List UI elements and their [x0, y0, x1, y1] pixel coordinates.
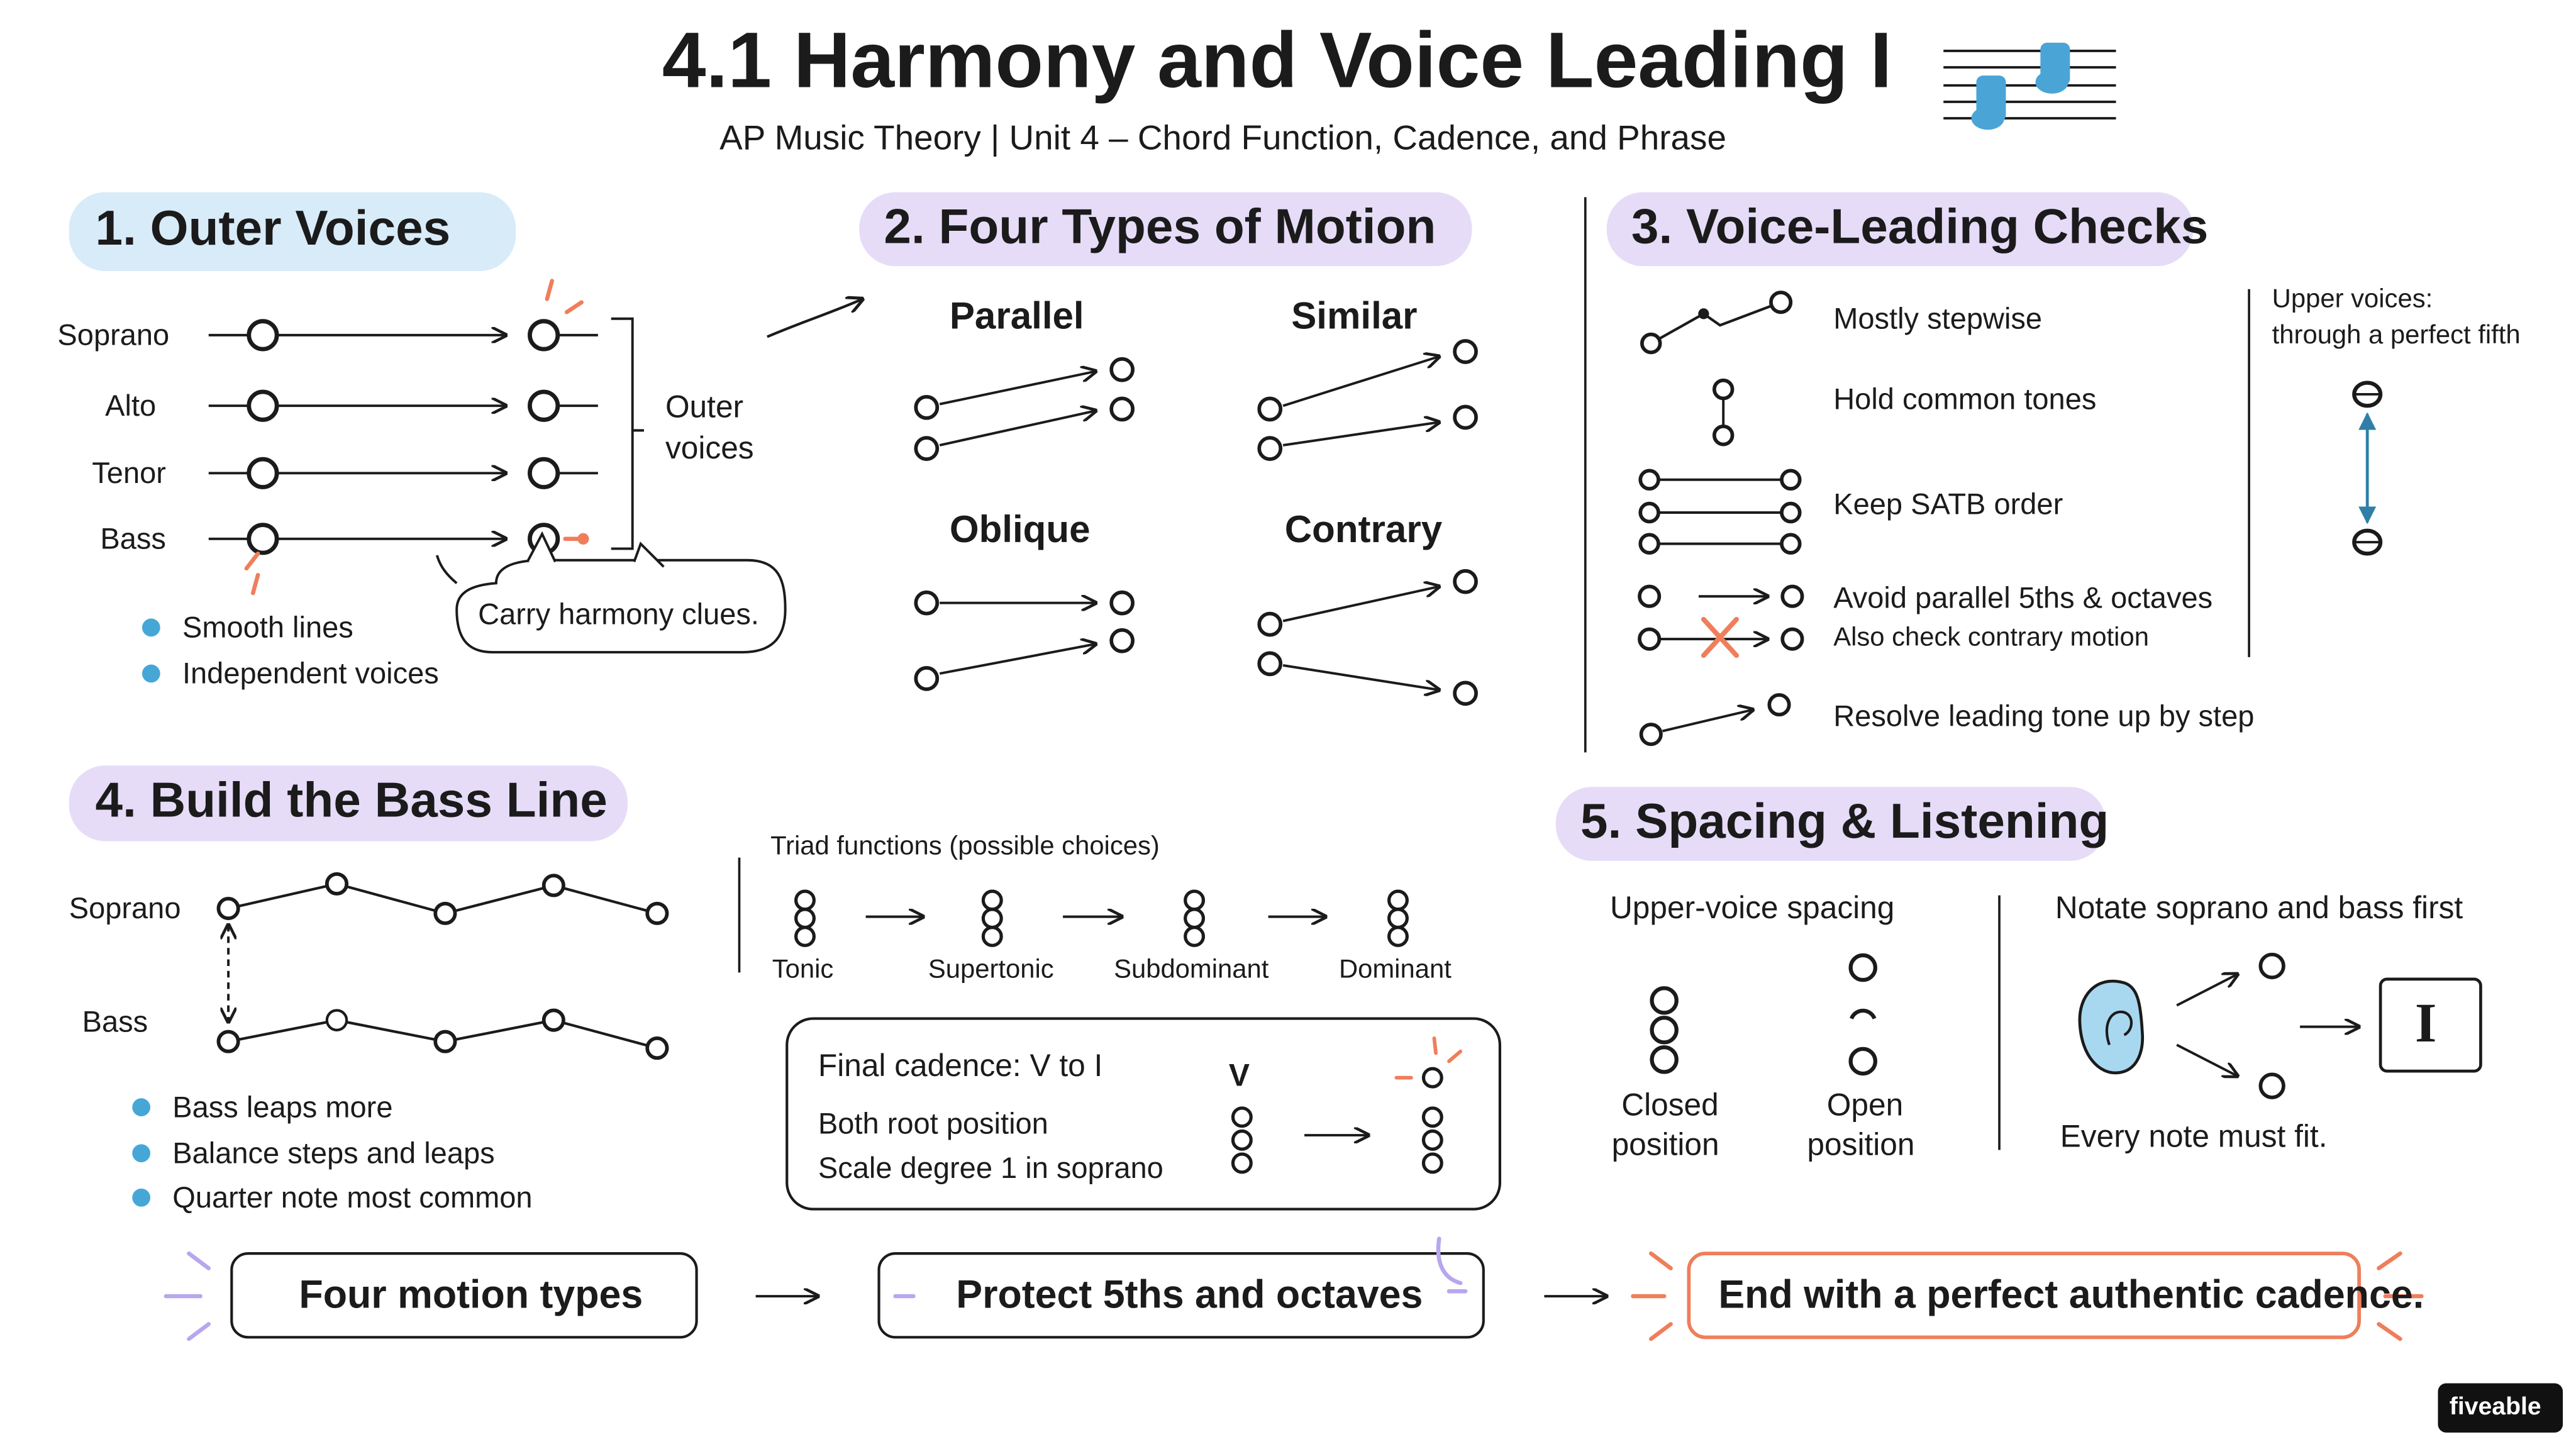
- check-common-tones: Hold common tones: [1833, 382, 2097, 416]
- motion-label-contrary: Contrary: [1284, 508, 1443, 551]
- closed-label-1: Closed: [1621, 1089, 1719, 1124]
- cadence-chords: [1231, 1067, 1443, 1174]
- common-tone-icon: [1712, 378, 1735, 447]
- page-subtitle: AP Music Theory | Unit 4 – Chord Functio…: [719, 119, 1727, 158]
- closed-position-chord: [1650, 986, 1679, 1074]
- upper-voices-label: Upper voices:: [2272, 286, 2433, 314]
- leading-tone-icon: [1639, 693, 1791, 747]
- voice-notes: [247, 319, 560, 555]
- cadence-line-1: Both root position: [818, 1107, 1048, 1140]
- section-2-heading: 2. Four Types of Motion: [884, 200, 1436, 255]
- note-stems: [558, 333, 598, 475]
- footer-text-2: Protect 5ths and octaves: [956, 1273, 1423, 1318]
- voice-lines: [208, 335, 506, 539]
- footer-box-1: [230, 1252, 698, 1339]
- footer-text-3: End with a perfect authentic cadence.: [1718, 1273, 2424, 1318]
- soprano-contour: [216, 872, 669, 925]
- triad-functions-title: Triad functions (possible choices): [770, 833, 1160, 861]
- motion-parallel: [914, 357, 1135, 461]
- heading-pill-3: [1606, 192, 2194, 267]
- section-5-heading: 5. Spacing & Listening: [1580, 795, 2109, 850]
- page-title: 4.1 Harmony and Voice Leading I: [662, 18, 1892, 106]
- speech-bubble-text: Carry harmony clues.: [478, 597, 759, 631]
- motion-similar: [1257, 339, 1478, 461]
- heading-pill-4: [69, 765, 628, 841]
- check-leading-tone: Resolve leading tone up by step: [1833, 699, 2255, 733]
- voice-label-tenor: Tenor: [92, 457, 166, 490]
- roman-numeral-one: I: [2414, 994, 2437, 1055]
- ear-icon: [2078, 979, 2145, 1075]
- footer-text-1: Four motion types: [299, 1273, 643, 1318]
- spacing-title: Upper-voice spacing: [1609, 892, 1895, 927]
- motion-label-similar: Similar: [1291, 294, 1418, 337]
- notate-title: Notate soprano and bass first: [2055, 892, 2463, 927]
- check-stepwise: Mostly stepwise: [1833, 302, 2043, 335]
- orange-sparks: [1631, 1251, 2424, 1341]
- closed-label-2: position: [1611, 1128, 1719, 1163]
- function-dominant: Dominant: [1338, 956, 1452, 984]
- open-position-chord: [1848, 953, 1877, 1076]
- motion-label-oblique: Oblique: [949, 508, 1091, 551]
- cadence-box: [786, 1017, 1502, 1211]
- motion-oblique: [914, 590, 1135, 691]
- fiveable-logo: fiveable: [2449, 1393, 2541, 1421]
- contour-label-bass: Bass: [82, 1005, 148, 1038]
- bullet-quarter-note: Quarter note most common: [172, 1181, 533, 1214]
- function-subdominant: Subdominant: [1114, 956, 1269, 984]
- voice-label-bass: Bass: [100, 522, 166, 555]
- outer-voices-label-1: Outer: [665, 391, 744, 426]
- fifth-notes: [2352, 380, 2383, 556]
- heading-pill-5: [1555, 787, 2106, 861]
- function-supertonic: Supertonic: [928, 956, 1054, 984]
- footer-box-2: [877, 1252, 1485, 1339]
- footer-box-3: [1687, 1252, 2361, 1340]
- stepwise-icon: [1640, 291, 1793, 355]
- motion-label-parallel: Parallel: [949, 294, 1084, 337]
- check-parallels: Avoid parallel 5ths & octaves: [1833, 581, 2213, 614]
- outer-voices-label-2: voices: [665, 432, 754, 467]
- music-notes-icon: [1971, 42, 2070, 130]
- highlight-sparks: [244, 279, 584, 596]
- lilac-sparks: [164, 1236, 1468, 1341]
- triad-stacks: [794, 889, 1409, 947]
- section-4-heading: 4. Build the Bass Line: [95, 774, 608, 828]
- open-label-1: Open: [1826, 1089, 1904, 1124]
- arrow-to-motion: [767, 299, 863, 338]
- open-label-2: position: [1807, 1128, 1915, 1163]
- roman-numeral-box: [2379, 977, 2482, 1073]
- heading-pill-1: [69, 192, 516, 272]
- soprano-bass-notes: [2258, 952, 2285, 1099]
- bullet-balance: Balance steps and leaps: [172, 1136, 495, 1170]
- section-3-heading: 3. Voice-Leading Checks: [1631, 200, 2209, 255]
- cadence-title: Final cadence: V to I: [818, 1050, 1103, 1085]
- dominant-chord-label: V: [1228, 1059, 1250, 1094]
- perfect-fifth-label: through a perfect fifth: [2272, 321, 2521, 350]
- parallel-fifths-icon: [1638, 584, 1804, 651]
- satb-order-icon: [1638, 469, 1802, 555]
- listening-arrows: [2176, 974, 2359, 1076]
- speech-bubble: [435, 531, 787, 654]
- music-staff-icon: [1943, 50, 2116, 120]
- bullet-bass-leaps: Bass leaps more: [172, 1091, 393, 1124]
- bullet-independent-voices: Independent voices: [182, 657, 439, 691]
- every-note-fit: Every note must fit.: [2060, 1120, 2328, 1155]
- voice-label-soprano: Soprano: [57, 318, 170, 352]
- heading-pill-2: [859, 192, 1472, 267]
- forbidden-x-icon: [1701, 616, 1740, 658]
- voice-label-alto: Alto: [105, 389, 157, 423]
- motion-contrary: [1257, 569, 1478, 706]
- check-satb-order: Keep SATB order: [1833, 487, 2063, 521]
- bullet-smooth-lines: Smooth lines: [182, 611, 353, 644]
- cadence-sparks: [1394, 1036, 1463, 1080]
- logo-badge: [2438, 1383, 2563, 1433]
- bass-contour: [216, 1008, 669, 1060]
- function-tonic: Tonic: [772, 956, 834, 984]
- outer-voices-bracket: [611, 317, 644, 550]
- contour-label-soprano: Soprano: [69, 892, 181, 925]
- cadence-line-2: Scale degree 1 in soprano: [818, 1152, 1163, 1185]
- check-contrary-note: Also check contrary motion: [1833, 624, 2149, 653]
- section-1-heading: 1. Outer Voices: [95, 202, 451, 257]
